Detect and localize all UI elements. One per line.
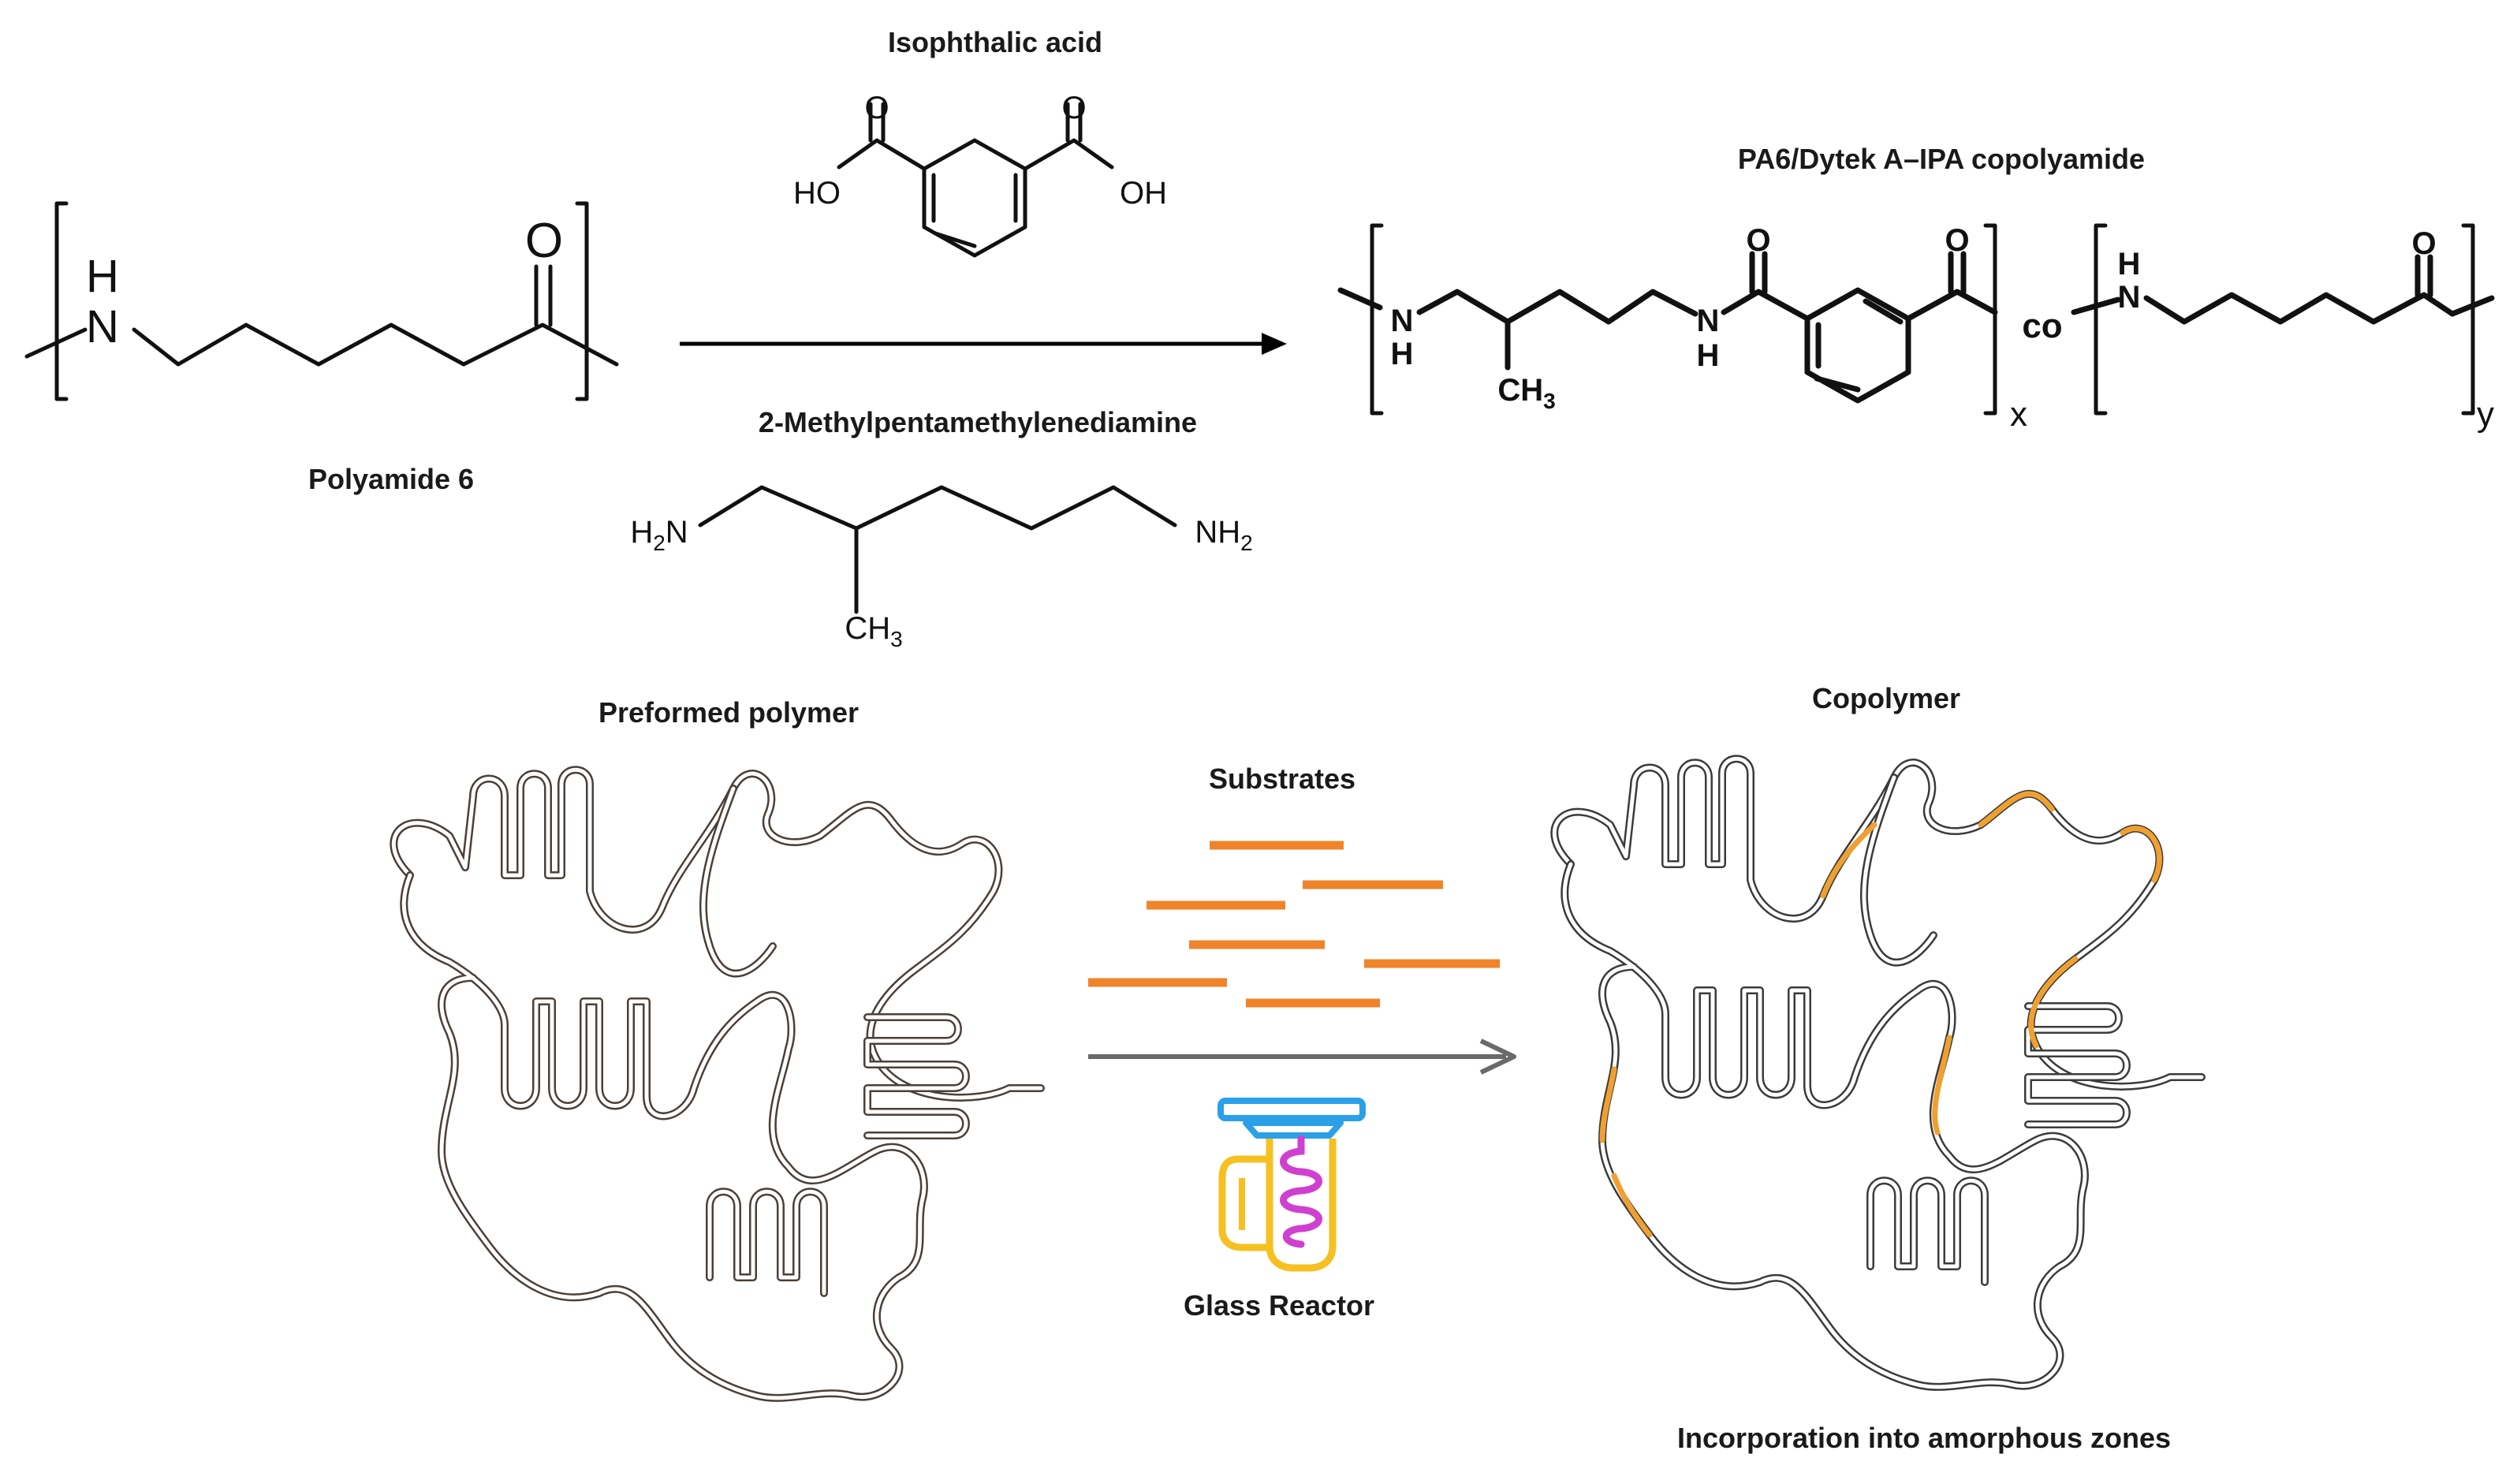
prod-n1: N <box>1391 304 1414 338</box>
pa6-o-atom: O <box>525 214 563 268</box>
incorporated-segment <box>1599 1066 1617 1143</box>
preformed-polymer-tangle <box>390 766 1045 1402</box>
label-substrates: Substrates <box>1209 763 1355 795</box>
diamine-structure: H2N NH2 CH3 <box>630 485 1253 651</box>
iso-o-left: O <box>864 91 889 125</box>
incorporated-segment <box>1611 1173 1653 1238</box>
copolyamide-structure: x y N H CH3 N H O O co H <box>1337 223 2495 434</box>
label-product: PA6/Dytek A–IPA copolyamide <box>1738 143 2145 175</box>
subscript-y: y <box>2477 395 2494 434</box>
iso-oh-label: OH <box>1120 176 1167 211</box>
glass-reactor-icon <box>1217 1098 1366 1272</box>
copolymer-tangle <box>1550 755 2206 1391</box>
reaction-arrow <box>680 333 1287 355</box>
subscript-x: x <box>2010 395 2027 434</box>
label-glass-reactor: Glass Reactor <box>1184 1289 1374 1322</box>
incorporated-segment <box>2028 956 2079 1049</box>
label-diamine: 2-Methylpentamethylenediamine <box>759 406 1197 438</box>
isophthalic-acid-structure: O HO O OH <box>793 91 1167 258</box>
incorporated-segment <box>1820 822 1877 899</box>
incorporated-segment <box>1978 791 2055 828</box>
pa6-h-atom: H <box>86 251 119 302</box>
prod-n3: N <box>2118 280 2141 315</box>
label-copolymer: Copolymer <box>1812 682 1960 714</box>
iso-o-right: O <box>1061 91 1086 125</box>
prod-o3: O <box>2411 226 2436 261</box>
pa6-n-atom: N <box>86 301 119 352</box>
label-preformed-polymer: Preformed polymer <box>598 696 859 729</box>
prod-n2: N <box>1697 304 1720 338</box>
incorporated-segment <box>2120 826 2162 883</box>
substrate-bars <box>1088 841 1500 1008</box>
diamine-nh2: NH2 <box>1195 515 1252 555</box>
prod-o1: O <box>1746 223 1770 258</box>
prod-o2: O <box>1945 223 1969 258</box>
label-incorporation: Incorporation into amorphous zones <box>1677 1422 2171 1454</box>
diamine-h2n: H2N <box>630 515 688 555</box>
label-isophthalic-acid: Isophthalic acid <box>888 26 1102 58</box>
prod-h2: H <box>1697 338 1720 373</box>
iso-ho-label: HO <box>793 176 841 211</box>
prod-co: co <box>2022 307 2062 345</box>
incorporated-segment <box>1932 1035 1952 1135</box>
diamine-ch3: CH3 <box>845 611 902 651</box>
polyamide6-structure: O H N <box>24 201 619 401</box>
prod-h1: H <box>1391 337 1414 371</box>
prod-ch3: CH3 <box>1497 373 1555 413</box>
label-polyamide-6: Polyamide 6 <box>308 463 474 495</box>
prod-h3: H <box>2118 247 2141 282</box>
process-arrow <box>1088 1038 1516 1075</box>
